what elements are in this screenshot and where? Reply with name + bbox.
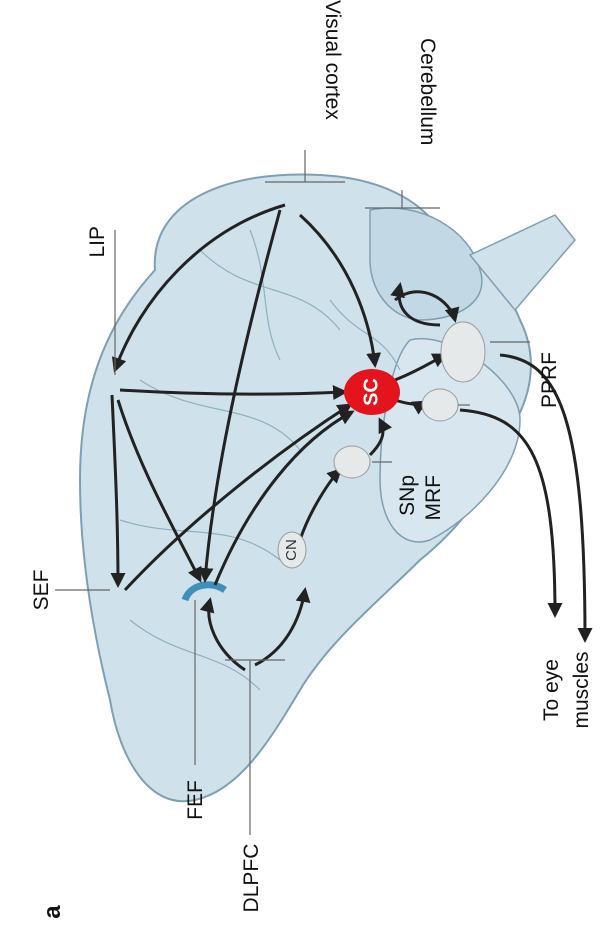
label-lip: LIP	[86, 226, 109, 258]
label-snp: SNp	[396, 475, 419, 516]
label-cerebellum: Cerebellum	[416, 38, 439, 145]
mrf-node	[422, 389, 458, 421]
label-fef: FEF	[184, 780, 207, 820]
cn-label: CN	[283, 539, 300, 561]
label-to-eye-2: muscles	[570, 651, 593, 728]
label-dlpfc: DLPFC	[240, 844, 263, 913]
label-pprf: PPRF	[538, 352, 561, 408]
figure-letter: a	[39, 905, 66, 919]
label-sef: SEF	[30, 570, 53, 611]
pprf-node	[441, 322, 485, 382]
snp-node	[334, 446, 370, 478]
sc-label: SC	[360, 378, 382, 406]
label-visual-cortex: Visual cortex	[321, 0, 344, 120]
label-mrf: MRF	[422, 475, 445, 521]
label-to-eye-1: To eye	[540, 659, 563, 721]
